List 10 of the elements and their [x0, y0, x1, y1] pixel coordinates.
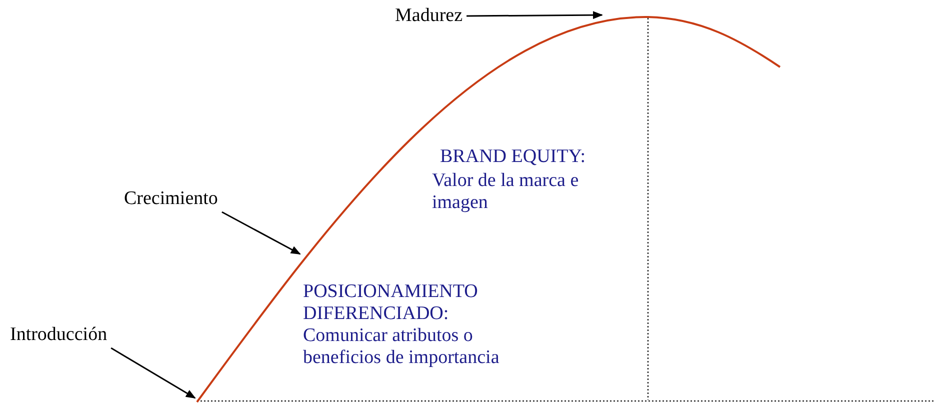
annotation-text: BRAND EQUITY:: [440, 146, 586, 168]
annotation-text: Valor de la marca e imagen: [432, 170, 580, 214]
leader-arrow: [222, 211, 301, 255]
leader-arrow: [110, 347, 196, 399]
stage-label: Crecimiento: [124, 188, 218, 210]
stage-label: Madurez: [395, 5, 463, 27]
annotation-text: POSICIONAMIENTO DIFERENCIADO:: [303, 281, 479, 325]
annotation-text: Comunicar atributos o beneficios de importancia: [303, 325, 500, 369]
stage-label: Introducción: [10, 324, 108, 346]
leader-arrow: [466, 11, 603, 20]
